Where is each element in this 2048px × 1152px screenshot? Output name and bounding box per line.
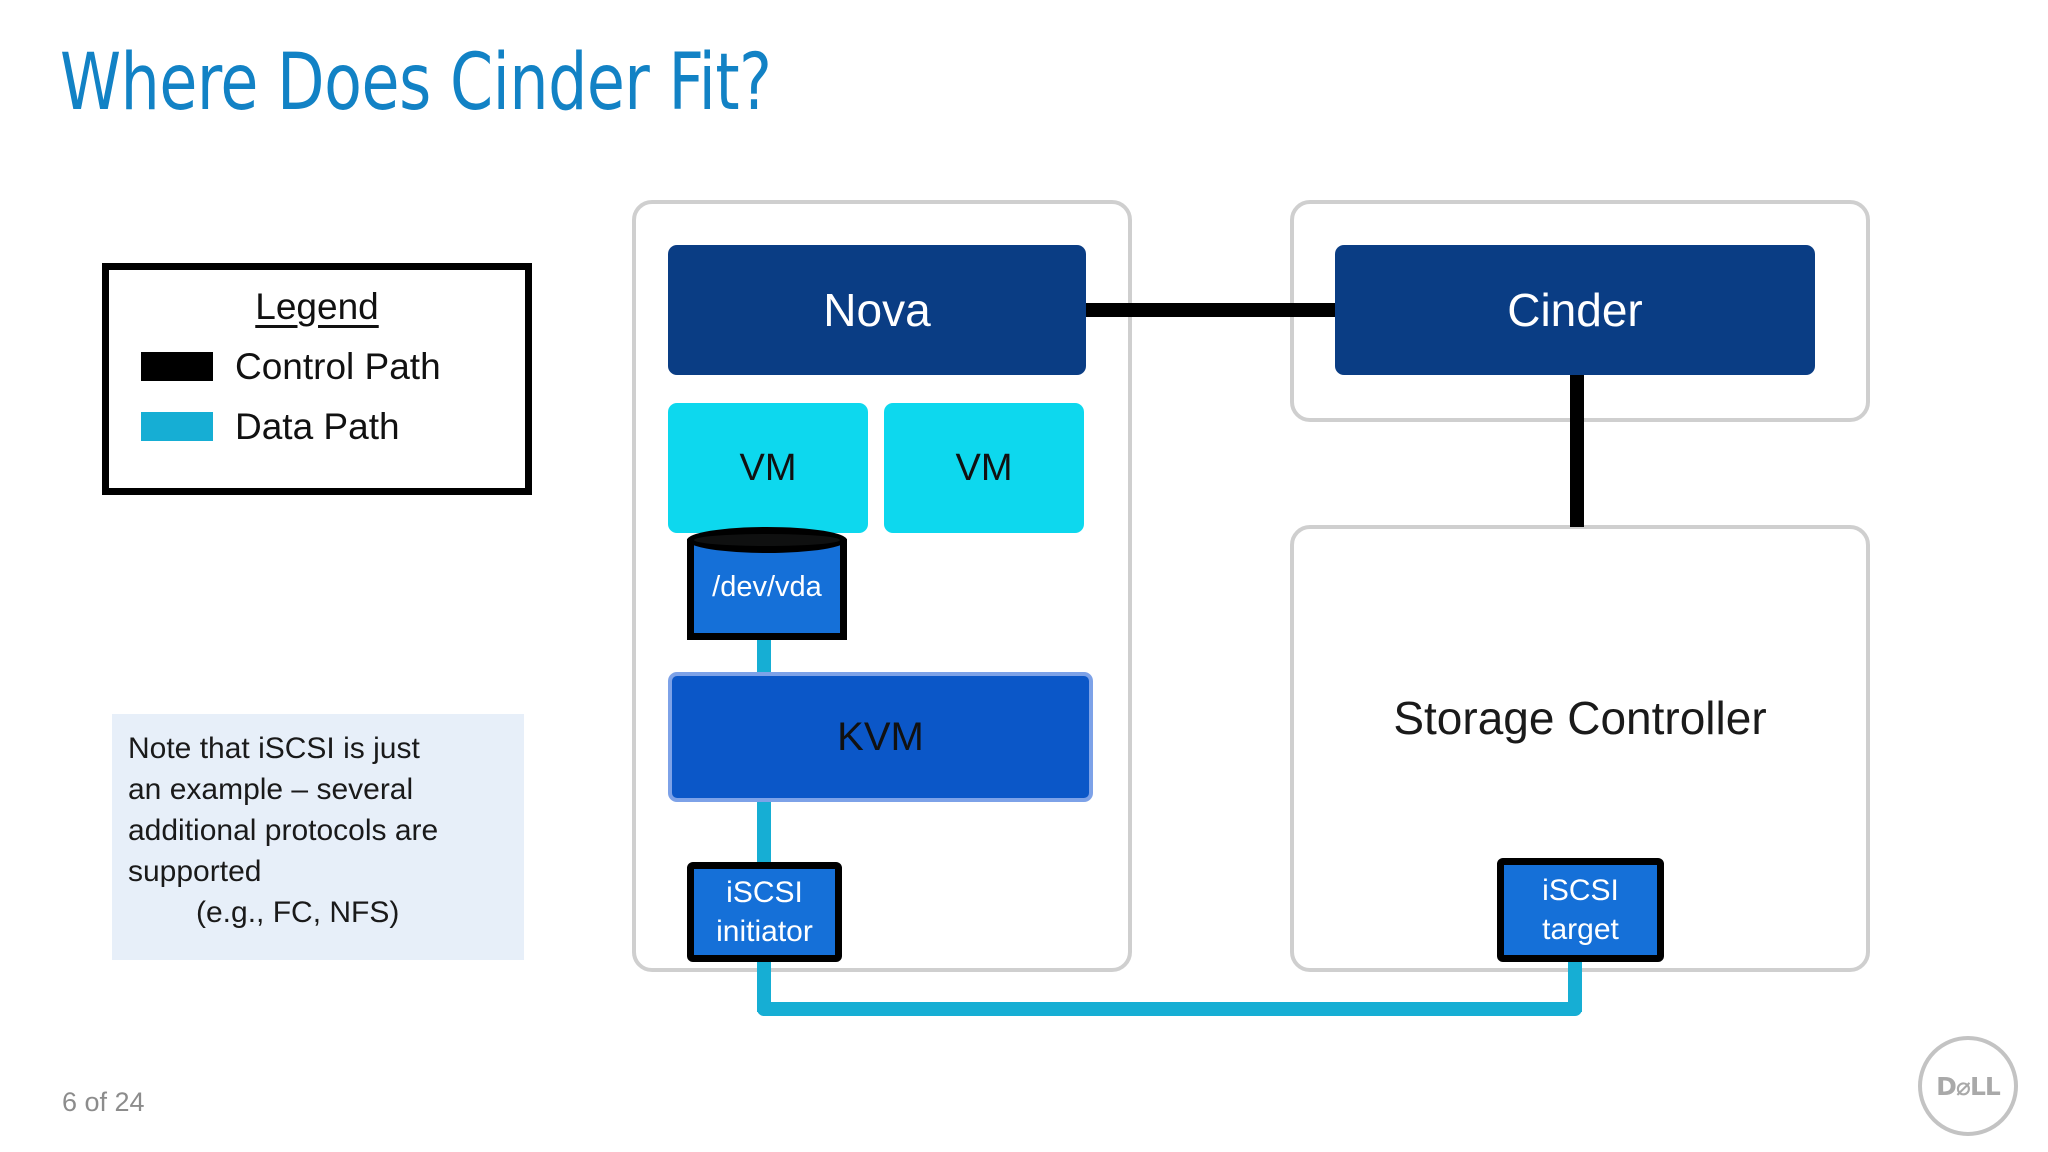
page-title: Where Does Cinder Fit? bbox=[60, 38, 772, 128]
data-path-target-up bbox=[1568, 962, 1582, 1012]
storage-controller-title: Storage Controller bbox=[1290, 690, 1870, 746]
kvm-label: KVM bbox=[837, 714, 924, 759]
nova-box[interactable]: Nova bbox=[668, 245, 1086, 375]
data-path-initiator-target bbox=[757, 1002, 1582, 1016]
iscsi-initiator-box[interactable]: iSCSI initiator bbox=[687, 862, 842, 962]
cinder-box[interactable]: Cinder bbox=[1335, 245, 1815, 375]
note-line: additional protocols are bbox=[128, 814, 439, 847]
legend-swatch-data-path bbox=[141, 411, 213, 441]
note-line: supported bbox=[128, 855, 262, 888]
legend-title: Legend bbox=[255, 286, 379, 327]
vm-box-1[interactable]: VM bbox=[668, 403, 868, 533]
disk-cylinder-vda[interactable]: /dev/vda bbox=[687, 527, 847, 640]
vm-label: VM bbox=[739, 446, 797, 489]
vm-box-2[interactable]: VM bbox=[884, 403, 1084, 533]
control-path-nova-cinder bbox=[1085, 303, 1335, 317]
cylinder-top-ellipse bbox=[687, 527, 847, 553]
kvm-box[interactable]: KVM bbox=[668, 672, 1093, 802]
dell-logo: D⌀LL bbox=[1918, 1036, 2018, 1136]
legend-label-data-path: Data Path bbox=[235, 405, 400, 447]
data-path-initiator-down bbox=[757, 962, 771, 1012]
iscsi-target-box[interactable]: iSCSI target bbox=[1497, 858, 1664, 962]
disk-label: /dev/vda bbox=[712, 571, 822, 603]
cylinder-body bbox=[687, 539, 847, 640]
note-callout: Note that iSCSI is just an example – sev… bbox=[112, 714, 524, 960]
storage-controller-label: Storage Controller bbox=[1393, 692, 1767, 744]
note-line: an example – several bbox=[128, 773, 414, 806]
vm-label: VM bbox=[955, 446, 1013, 489]
nova-label: Nova bbox=[823, 284, 931, 336]
control-path-cinder-storage bbox=[1570, 372, 1584, 527]
iscsi-target-label-line1: iSCSI bbox=[1542, 874, 1619, 907]
legend-panel: Legend Control Path Data Path bbox=[102, 263, 532, 495]
legend-item-control-path: Control Path bbox=[141, 344, 525, 388]
iscsi-target-label-line2: target bbox=[1542, 913, 1619, 946]
iscsi-initiator-label-line1: iSCSI bbox=[726, 876, 803, 909]
note-line: Note that iSCSI is just bbox=[128, 732, 420, 765]
note-line: (e.g., FC, NFS) bbox=[196, 896, 400, 929]
page-number: 6 of 24 bbox=[62, 1087, 145, 1117]
legend-item-data-path: Data Path bbox=[141, 404, 525, 448]
dell-logo-text: D⌀LL bbox=[1936, 1071, 2001, 1101]
cinder-label: Cinder bbox=[1507, 284, 1643, 336]
legend-swatch-control-path bbox=[141, 351, 213, 381]
iscsi-initiator-label-line2: initiator bbox=[716, 915, 813, 948]
legend-label-control-path: Control Path bbox=[235, 345, 441, 387]
